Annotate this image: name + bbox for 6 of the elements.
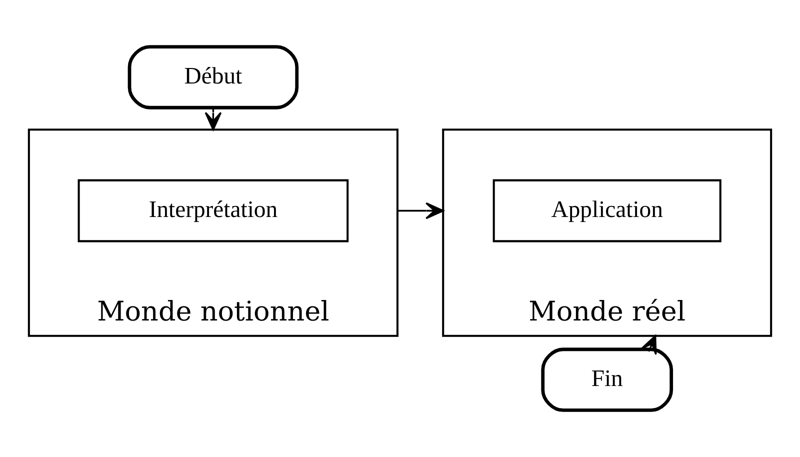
arrow <box>640 335 657 356</box>
arrow <box>204 108 222 130</box>
node-box: Application <box>492 179 722 242</box>
node-box: Début <box>128 45 299 110</box>
arrow <box>397 202 444 220</box>
node-box: Interprétation <box>78 179 349 242</box>
